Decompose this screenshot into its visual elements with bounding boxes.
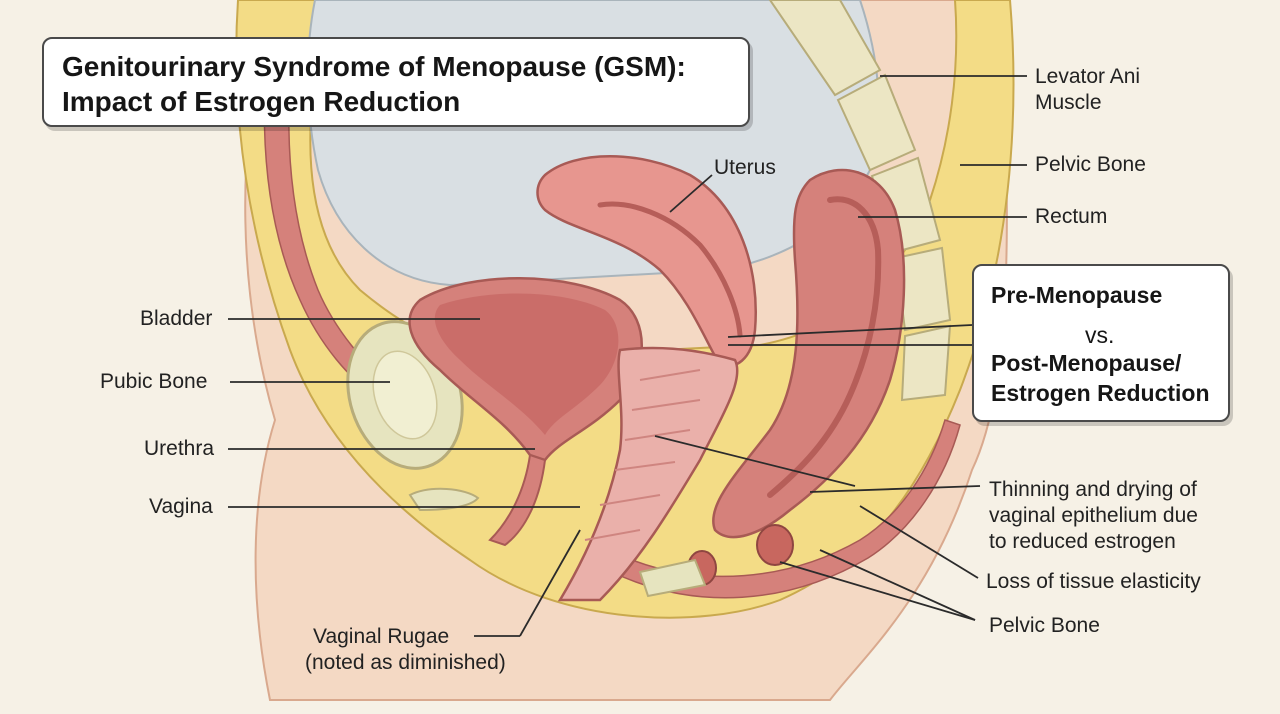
label-levator-ani-1: Levator Ani xyxy=(1035,65,1141,88)
comparison-callout-box: Pre-Menopause vs. Post-Menopause/ Estrog… xyxy=(972,264,1230,422)
comparison-vs: vs. xyxy=(1085,322,1115,348)
label-pelvic-bone-bottom: Pelvic Bone xyxy=(989,614,1100,637)
bladder-lumen xyxy=(434,293,619,435)
coccyx-bone xyxy=(638,558,707,598)
label-uterus: Uterus xyxy=(714,156,776,179)
sacrum-vertebrae xyxy=(768,0,952,402)
label-pelvic-bone-top: Pelvic Bone xyxy=(1035,153,1146,176)
diagram-title-line2: Impact of Estrogen Reduction xyxy=(62,86,461,117)
label-vagina: Vagina xyxy=(149,495,213,518)
label-vaginal-rugae-1: Vaginal Rugae xyxy=(313,625,450,648)
comparison-pre-menopause: Pre-Menopause xyxy=(991,282,1163,308)
rectum xyxy=(712,168,906,539)
urethra xyxy=(488,453,547,547)
label-thinning-3: to reduced estrogen xyxy=(989,530,1176,553)
label-rectum: Rectum xyxy=(1035,205,1108,228)
leader-lines xyxy=(228,75,1027,637)
uterine-cavity xyxy=(597,201,743,338)
comparison-post-menopause: Post-Menopause/ xyxy=(991,350,1182,376)
label-tissue-elasticity: Loss of tissue elasticity xyxy=(986,570,1201,593)
rectal-lumen xyxy=(767,196,882,498)
diagram-title-box: Genitourinary Syndrome of Menopause (GSM… xyxy=(42,37,750,127)
anal-sphincter xyxy=(756,524,794,566)
diagram-title-line1: Genitourinary Syndrome of Menopause (GSM… xyxy=(62,51,686,82)
label-bladder: Bladder xyxy=(140,307,213,330)
label-thinning-2: vaginal epithelium due xyxy=(989,504,1198,527)
label-urethra: Urethra xyxy=(144,437,215,460)
small-bone xyxy=(408,487,480,512)
pubic-bone-inner xyxy=(372,350,438,440)
vaginal-rugae-lines xyxy=(584,369,701,541)
label-pubic-bone: Pubic Bone xyxy=(100,370,208,393)
label-levator-ani-2: Muscle xyxy=(1035,91,1102,114)
comparison-estrogen-reduction: Estrogen Reduction xyxy=(991,380,1210,406)
pelvic-floor-muscle xyxy=(611,419,961,599)
label-vaginal-rugae-2: (noted as diminished) xyxy=(305,651,506,674)
label-thinning-1: Thinning and drying of xyxy=(989,478,1197,501)
